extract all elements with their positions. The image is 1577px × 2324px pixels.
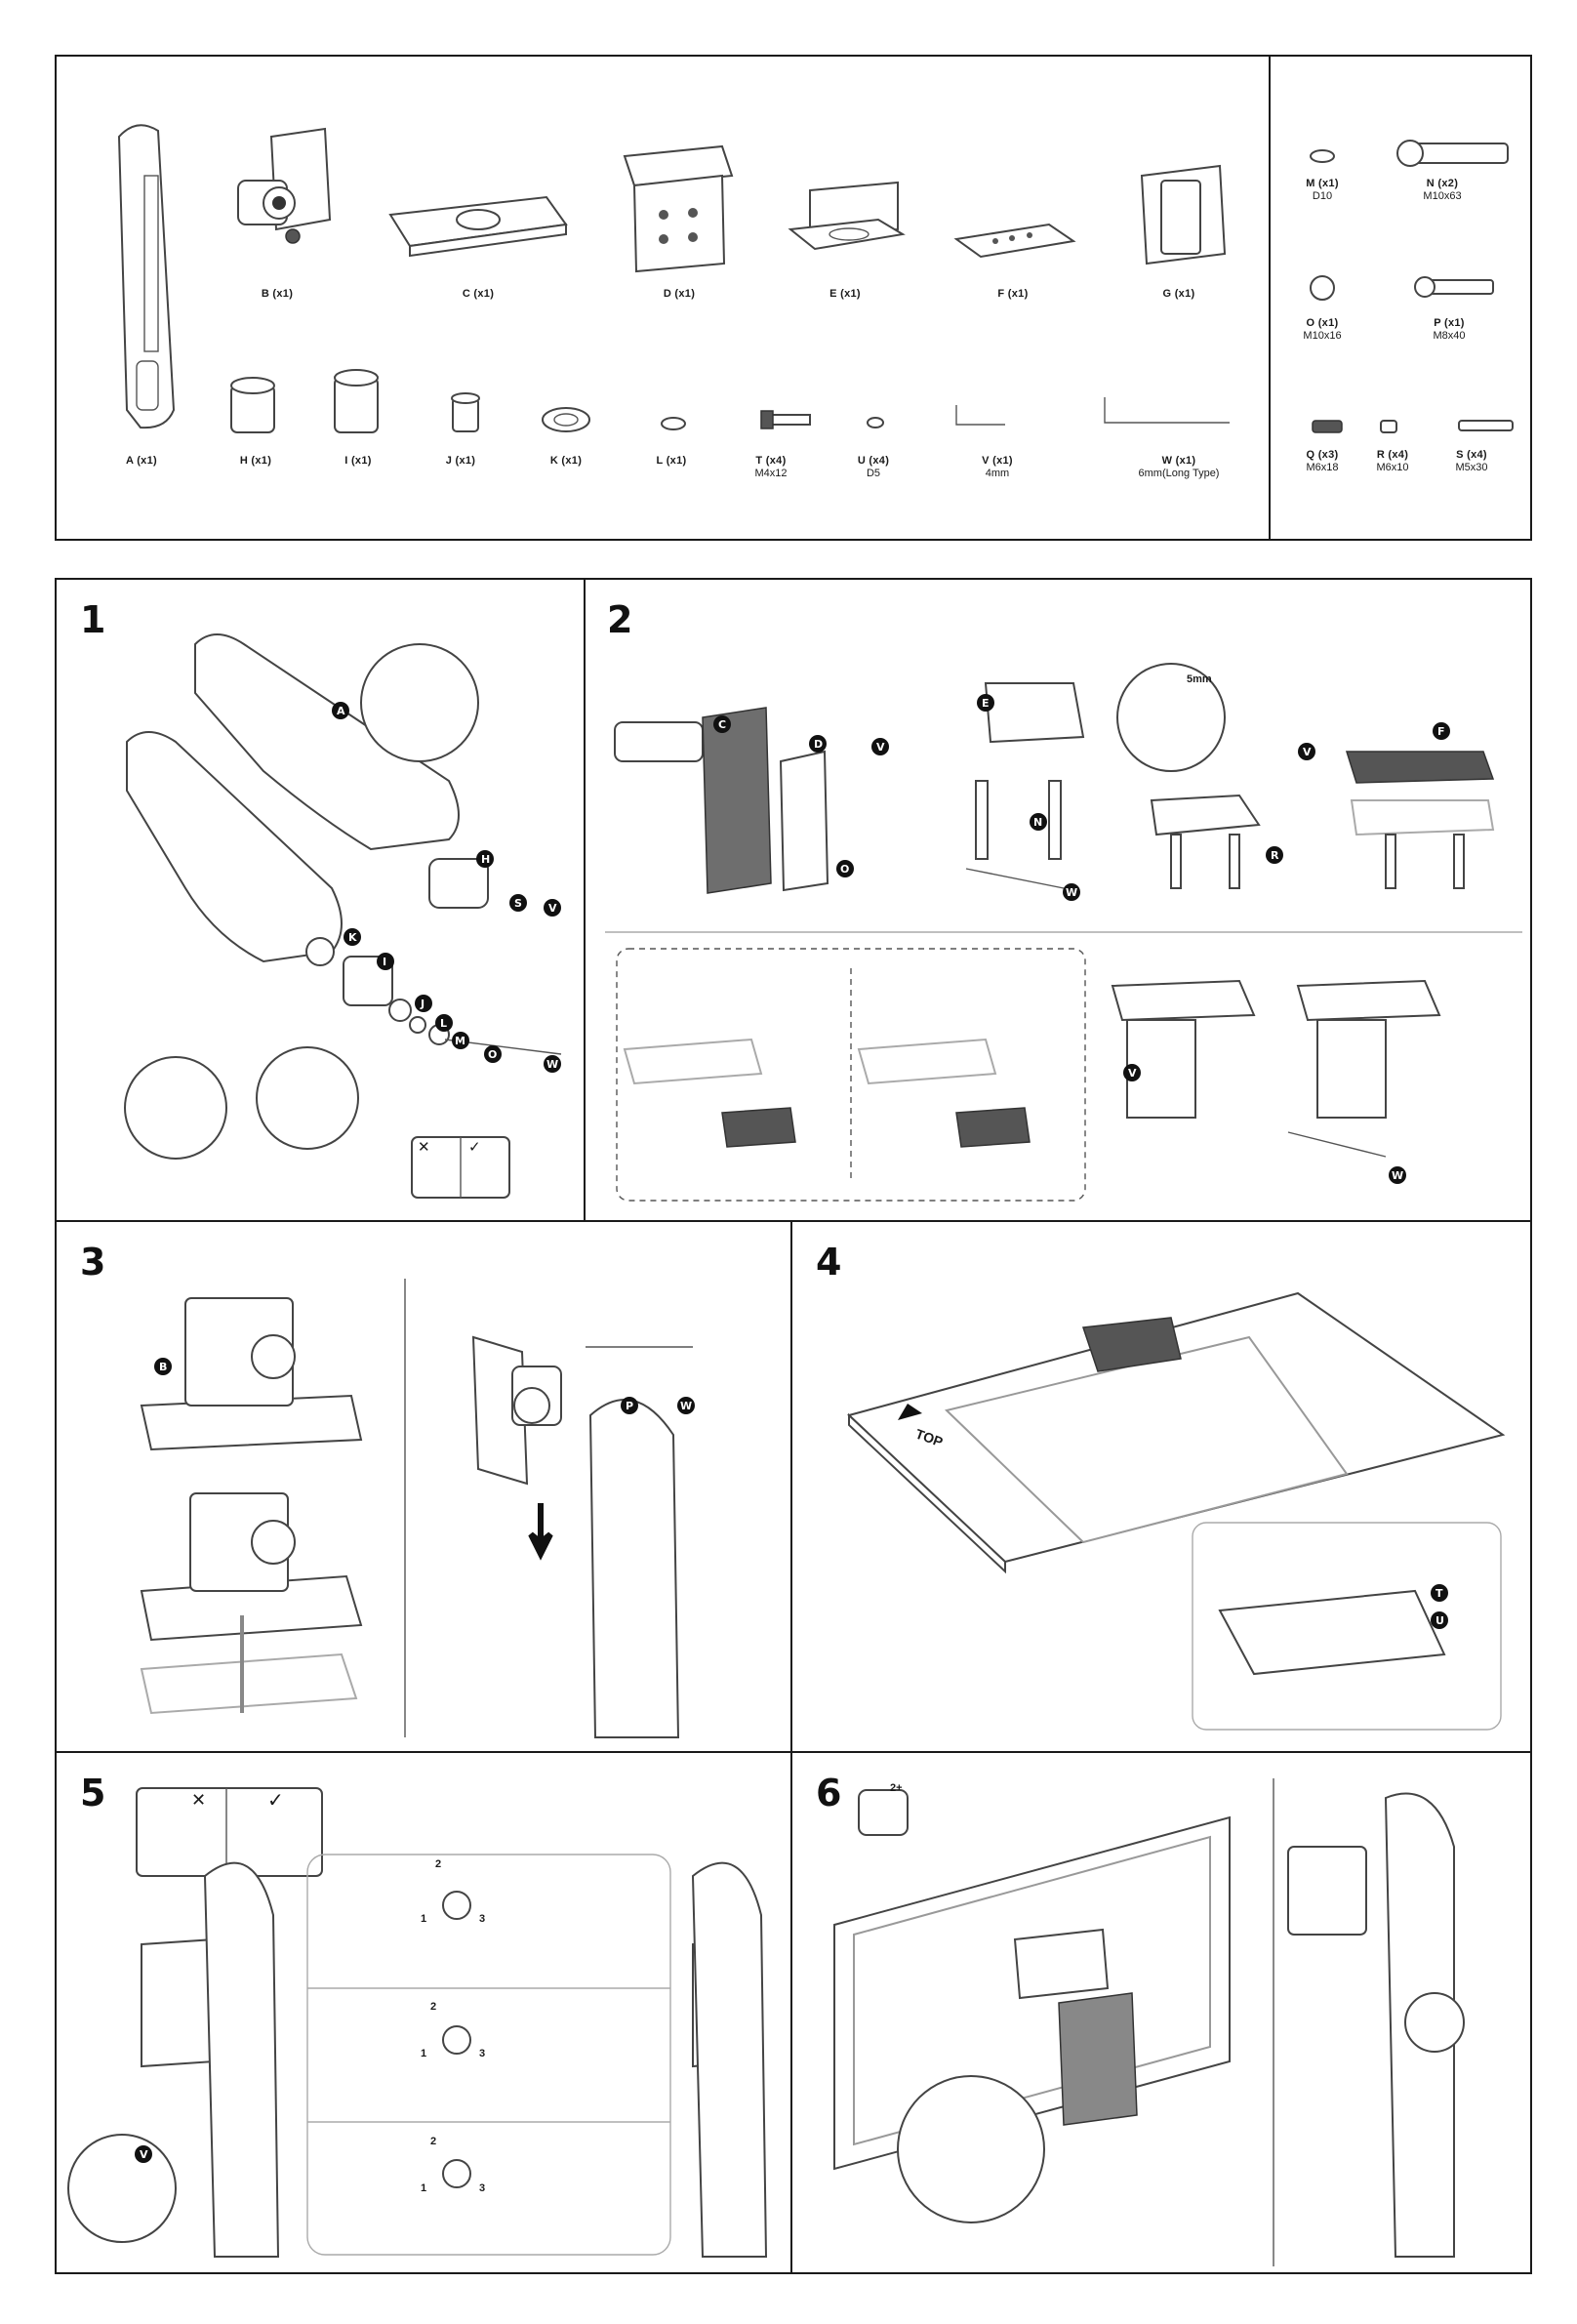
hardware-label: O (x1)M10x16 [1303,317,1342,342]
part-g-illustration [1140,164,1227,265]
callout-a: A [337,705,345,717]
callout-j: J [420,998,425,1010]
step-4-illustration [847,1291,1506,1731]
callout-e: E [982,697,990,710]
position-label: 1 [421,2182,427,2194]
hardware-label: P (x1)M8x40 [1433,317,1466,342]
callout-r: R [1271,849,1279,862]
callout-h: H [481,853,490,866]
part-tuv-illustration [760,397,1230,429]
part-label: U (x4)D5 [857,455,890,479]
wrong-mark: ✕ [418,1139,430,1156]
step-6-panel [790,1751,1532,2274]
step-number: 3 [80,1241,106,1284]
callout-d: D [814,738,823,751]
callout-k: K [348,931,357,944]
callout-w: W [1066,886,1077,899]
callout-o: O [488,1048,497,1061]
position-label: 3 [479,2182,486,2194]
hardware-label: S (x4)M5x30 [1455,449,1488,473]
part-label: W (x1)6mm(Long Type) [1138,455,1220,479]
part-label: F (x1) [997,288,1029,300]
callout-o: O [840,863,849,876]
part-f-illustration [953,223,1076,259]
callout-v: V [1128,1067,1137,1080]
part-label: J (x1) [445,455,476,467]
position-label: 2 [430,2001,437,2013]
part-label: E (x1) [829,288,861,300]
position-label: 3 [479,2048,486,2059]
step-number: 6 [816,1772,842,1814]
hardware-label: Q (x3)M6x18 [1306,449,1339,473]
part-label: I (x1) [344,455,372,467]
step-5-illustration [67,1787,768,2258]
part-label: V (x1)4mm [982,455,1013,479]
callout-w: W [546,1058,558,1071]
part-label: B (x1) [261,288,294,300]
callout-s: S [514,897,522,910]
part-d-illustration [623,144,734,273]
step-number: 5 [80,1772,106,1814]
part-label: G (x1) [1162,288,1195,300]
position-label: 2 [435,1858,442,1870]
position-label: 1 [421,2048,427,2059]
part-e-illustration [788,181,906,251]
position-label: 2 [430,2136,437,2147]
part-a-illustration [117,124,176,429]
part-label: A (x1) [126,455,157,467]
hardware-panel [1269,55,1532,541]
right-mark: ✓ [267,1790,284,1812]
step-3-illustration [140,1279,693,1738]
part-label: T (x4)M4x12 [754,455,788,479]
callout-l: L [440,1017,447,1030]
callout-w: W [1392,1169,1403,1182]
part-label: H (x1) [239,455,272,467]
wrong-mark: ✕ [191,1790,207,1810]
part-hi-illustration [230,369,379,433]
callout-c: C [718,718,726,731]
callout-v: V [140,2148,148,2161]
part-label: L (x1) [656,455,687,467]
callout-t: T [1435,1587,1443,1600]
callout-w: W [680,1400,692,1412]
callout-f: F [1437,725,1445,738]
part-label: D (x1) [663,288,696,300]
callout-n: N [1033,816,1042,829]
callout-p: P [626,1400,633,1412]
part-label: K (x1) [549,455,583,467]
hardware-label: R (x4)M6x10 [1376,449,1409,473]
part-label: C (x1) [462,288,495,300]
hardware-label: N (x2)M10x63 [1423,178,1462,202]
step-number: 1 [80,598,106,641]
callout-u: U [1435,1614,1444,1627]
callout-b: B [159,1361,167,1373]
hardware-illustration [1310,140,1514,433]
position-label: 1 [421,1913,427,1925]
callout-i: I [383,956,386,968]
step-number: 4 [816,1241,842,1284]
callout-v: V [1303,746,1312,758]
step-2-illustration [605,663,1522,1202]
people-count-label: 2+ [890,1782,903,1794]
callout-m: M [455,1035,465,1047]
callout-v: V [876,741,885,754]
hardware-label: M (x1)D10 [1306,178,1339,202]
position-label: 3 [479,1913,486,1925]
step-1-illustration [124,633,562,1199]
step-2-dimension: 5mm [1187,673,1212,685]
callout-v: V [548,902,557,915]
part-b-illustration [237,127,332,244]
right-mark: ✓ [468,1139,481,1156]
step-number: 2 [607,598,633,641]
part-jkl-illustration [451,392,686,432]
step-6-illustration [833,1778,1465,2266]
part-c-illustration [388,195,568,258]
